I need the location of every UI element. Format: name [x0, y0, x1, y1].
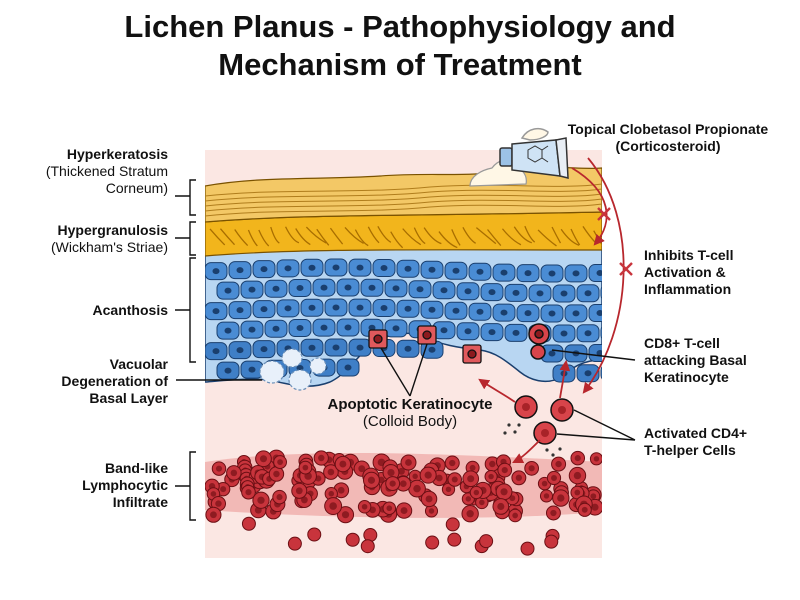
bracket-hyperkeratosis	[175, 179, 196, 216]
label-inhibits-line2: Activation &	[644, 264, 726, 280]
leader-cd4	[556, 409, 636, 441]
bracket-acanthosis	[175, 257, 196, 363]
label-vacuolar-line3: Basal Layer	[89, 390, 168, 406]
label-hypergranulosis-line2: (Wickham's Striae)	[50, 239, 168, 255]
label-vacuolar-line1: Vacuolar	[109, 356, 168, 372]
label-treatment: Topical Clobetasol Propionate (Corticost…	[548, 121, 788, 155]
leader-lines	[175, 179, 636, 521]
label-hyperkeratosis: Hyperkeratosis (Thickened Stratum Corneu…	[8, 146, 168, 197]
label-hyperkeratosis-line2: (Thickened Stratum	[45, 163, 168, 179]
leader-apoptotic	[380, 343, 428, 397]
arrow-to-epidermis	[571, 167, 608, 246]
title-line-1: Lichen Planus - Pathophysiology and	[124, 9, 676, 44]
skin-cross-section	[205, 150, 602, 558]
keratin-layers	[205, 183, 602, 217]
label-apoptotic-line1: Apoptotic Keratinocyte	[327, 396, 493, 413]
label-infiltrate-line1: Band-like	[104, 460, 168, 476]
label-inhibits-line1: Inhibits T-cell	[644, 247, 734, 263]
molecule-icon	[527, 145, 549, 163]
label-cd8: CD8+ T-cell attacking Basal Keratinocyte	[644, 335, 794, 386]
label-treatment-line2: (Corticosteroid)	[615, 138, 721, 154]
label-vacuolar-degeneration: Vacuolar Degeneration of Basal Layer	[8, 356, 168, 407]
lymphocyte-infiltrate	[205, 449, 602, 556]
arrow-to-cd8	[559, 359, 571, 399]
vacuoles	[259, 348, 327, 391]
label-hypergranulosis: Hypergranulosis (Wickham's Striae)	[8, 222, 168, 256]
label-infiltrate-line3: Infiltrate	[112, 494, 168, 510]
apoptotic-keratinocytes	[368, 325, 482, 364]
label-apoptotic-keratinocyte: Apoptotic Keratinocyte (Colloid Body)	[300, 396, 520, 430]
label-hypergranulosis-title: Hypergranulosis	[57, 222, 168, 238]
label-hyperkeratosis-line3: Corneum)	[105, 180, 168, 196]
label-cd8-line3: Keratinocyte	[644, 369, 729, 385]
label-acanthosis: Acanthosis	[8, 302, 168, 319]
label-hyperkeratosis-title: Hyperkeratosis	[66, 146, 168, 162]
label-cd4-line2: T-helper Cells	[644, 442, 736, 458]
cd4-t-helper-cells	[514, 395, 574, 445]
label-band-infiltrate: Band-like Lymphocytic Infiltrate	[8, 460, 168, 511]
cytokine-dots	[503, 423, 562, 457]
label-cd4-line1: Activated CD4+	[644, 425, 748, 441]
label-inhibits: Inhibits T-cell Activation & Inflammatio…	[644, 247, 794, 298]
page-title: Lichen Planus - Pathophysiology and Mech…	[0, 8, 800, 84]
treatment-arrows	[478, 157, 625, 463]
arrow-to-basal	[478, 378, 516, 403]
label-inhibits-line3: Inflammation	[644, 281, 732, 297]
bracket-infiltrate	[175, 451, 196, 521]
bracket-hypergranulosis	[175, 221, 196, 256]
label-vacuolar-line2: Degeneration of	[61, 373, 168, 389]
cream-tube-icon	[499, 127, 569, 179]
label-acanthosis-title: Acanthosis	[92, 302, 168, 318]
inhibition-x-icon	[597, 207, 633, 276]
cd8-t-cell	[528, 323, 550, 360]
label-cd8-line1: CD8+ T-cell	[644, 335, 720, 351]
label-cd4: Activated CD4+ T-helper Cells	[644, 425, 794, 459]
title-line-2: Mechanism of Treatment	[218, 47, 582, 82]
label-treatment-line1: Topical Clobetasol Propionate	[567, 121, 769, 137]
label-infiltrate-line2: Lymphocytic	[82, 477, 168, 493]
wickham-striae	[209, 225, 602, 249]
label-cd8-line2: attacking Basal	[644, 352, 747, 368]
leader-cd8	[551, 349, 636, 361]
arrow-to-dermis	[582, 157, 625, 394]
spinous-cells	[205, 258, 602, 383]
arrow-to-infiltrate	[512, 439, 541, 463]
label-apoptotic-line2: (Colloid Body)	[362, 413, 458, 430]
